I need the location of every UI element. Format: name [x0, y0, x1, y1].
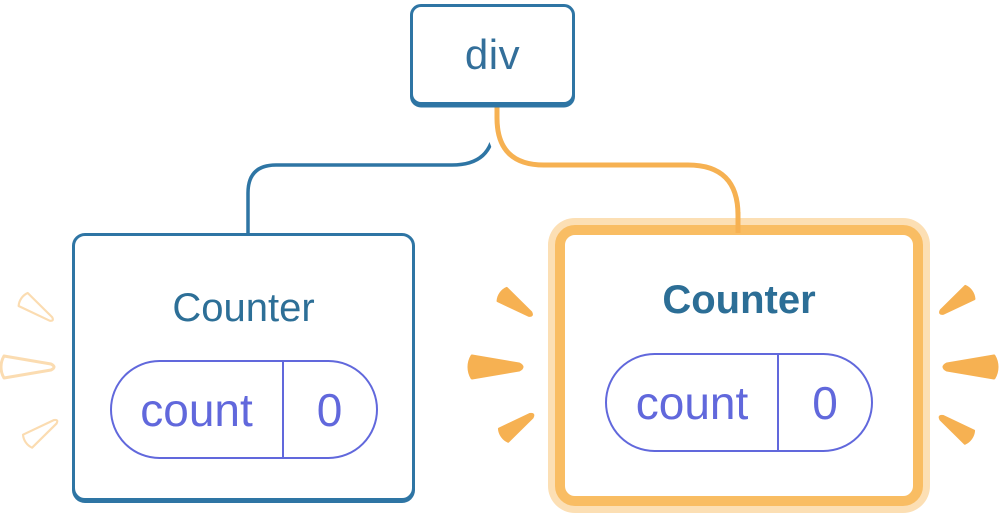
div-node-label: div: [464, 30, 521, 78]
counter-card-left: Counter count 0: [72, 233, 415, 501]
state-key-label: count: [112, 362, 284, 457]
spark-icon: [0, 354, 56, 380]
spark-icon: [494, 285, 538, 323]
spark-icon: [942, 354, 999, 380]
spark-icon: [467, 354, 524, 380]
state-value: 0: [316, 383, 343, 436]
state-key-label: count: [607, 355, 779, 450]
connector-right-white-halo: [486, 98, 749, 222]
spark-icon: [20, 412, 63, 451]
spark-icon: [15, 290, 59, 328]
spark-icon: [934, 283, 978, 321]
spark-icon: [496, 406, 539, 445]
counter-card-right-highlight-ring: Counter count 0: [548, 218, 930, 513]
counter-card-right: Counter count 0: [555, 225, 923, 506]
spark-icon: [934, 408, 977, 447]
state-pill: count 0: [605, 353, 873, 452]
state-pill: count 0: [109, 360, 378, 459]
counter-title: Counter: [662, 278, 816, 322]
connector-left-blue-line: [246, 100, 496, 235]
tree-node-div: div: [410, 4, 575, 105]
counter-title: Counter: [172, 286, 315, 330]
state-value: 0: [812, 376, 838, 429]
connector-right-orange-line: [494, 98, 741, 222]
